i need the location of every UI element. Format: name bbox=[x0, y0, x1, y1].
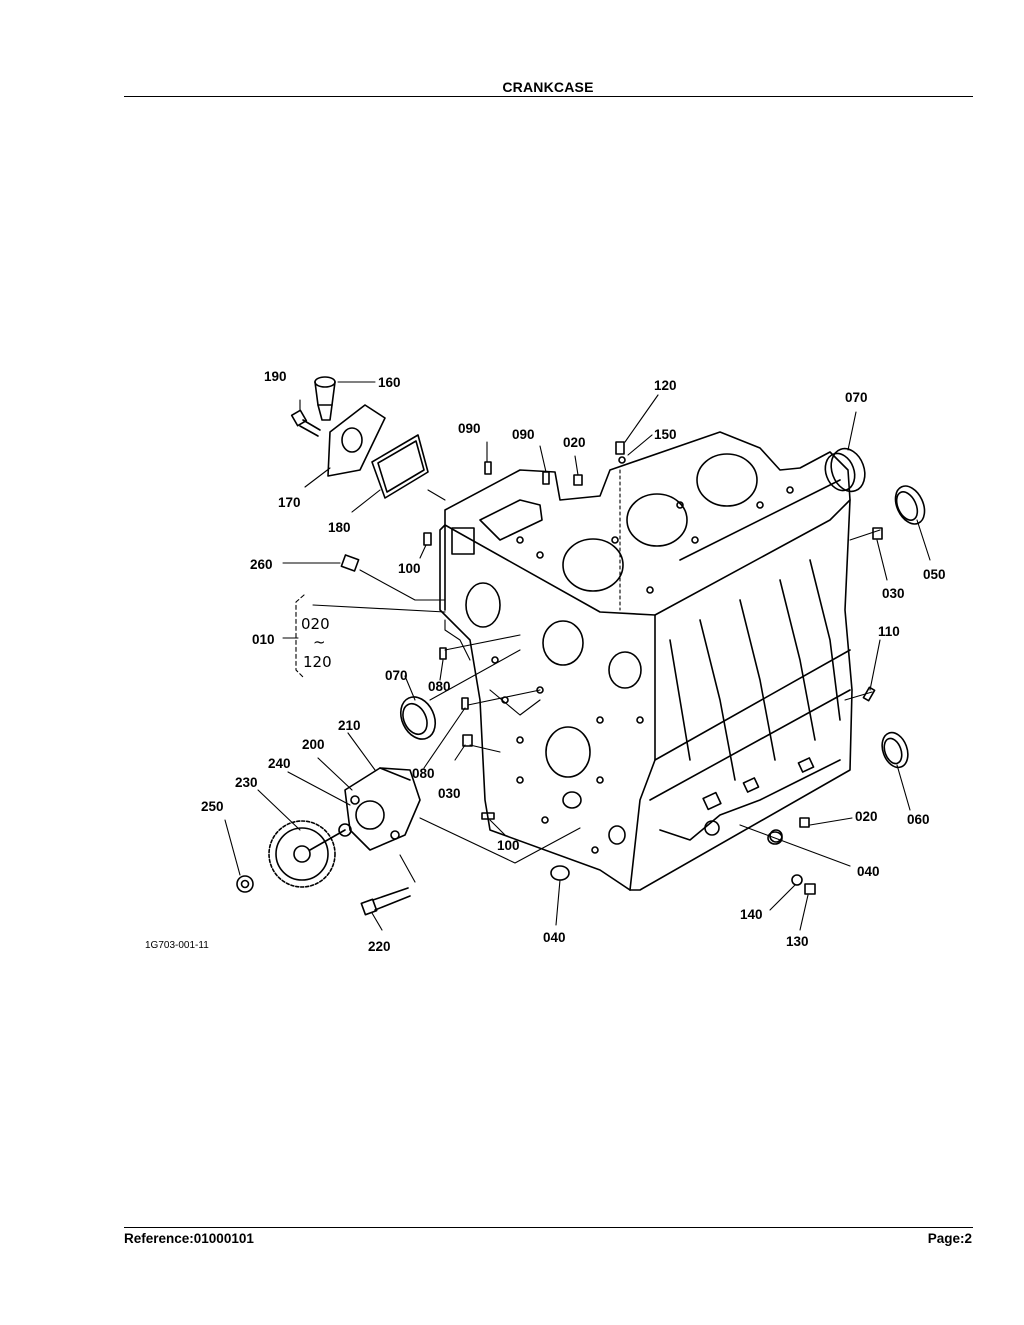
callout-020-top: 020 bbox=[563, 435, 586, 450]
callout-040-right: 040 bbox=[857, 864, 880, 879]
idle-gear bbox=[268, 820, 352, 888]
callout-260: 260 bbox=[250, 557, 273, 572]
callout-240: 240 bbox=[268, 756, 291, 771]
seal-070-front bbox=[399, 696, 437, 740]
seal-050 bbox=[894, 485, 926, 525]
footer-reference: Reference:01000101 bbox=[124, 1231, 254, 1246]
footer-page-number: Page:2 bbox=[927, 1231, 972, 1246]
callout-100-bottom: 100 bbox=[497, 838, 520, 853]
callout-range-start: 020 bbox=[301, 615, 330, 633]
callout-150: 150 bbox=[654, 427, 677, 442]
callout-020-right: 020 bbox=[855, 809, 878, 824]
oil-seal-070-top bbox=[824, 447, 866, 493]
plugs-030 bbox=[462, 527, 883, 747]
page-title: CRANKCASE bbox=[502, 79, 594, 95]
bolt-190 bbox=[290, 409, 321, 437]
callout-200: 200 bbox=[302, 737, 325, 752]
callout-250: 250 bbox=[201, 799, 224, 814]
callout-070-front: 070 bbox=[385, 668, 408, 683]
callout-090-left: 090 bbox=[458, 421, 481, 436]
callout-110: 110 bbox=[878, 624, 900, 639]
flange-gasket bbox=[371, 434, 429, 499]
oil-pump-assembly bbox=[344, 767, 421, 851]
gear-nut bbox=[236, 875, 254, 893]
callout-070-top: 070 bbox=[845, 390, 868, 405]
callout-030-right: 030 bbox=[882, 586, 905, 601]
callout-100-top: 100 bbox=[398, 561, 421, 576]
seal-060 bbox=[881, 731, 909, 769]
callout-090-right: 090 bbox=[512, 427, 535, 442]
water-flange bbox=[327, 404, 386, 477]
callout-040-bottom: 040 bbox=[543, 930, 566, 945]
callout-170: 170 bbox=[278, 495, 301, 510]
callout-130: 130 bbox=[786, 934, 809, 949]
callout-060: 060 bbox=[907, 812, 930, 827]
callout-labels: 190 160 120 070 090 090 020 150 170 180 … bbox=[145, 369, 946, 954]
pins bbox=[340, 441, 876, 895]
callout-080-upper: 080 bbox=[428, 679, 451, 694]
plug-040 bbox=[550, 831, 783, 881]
callout-010: 010 bbox=[252, 632, 275, 647]
plug-160 bbox=[314, 376, 336, 421]
callout-140: 140 bbox=[740, 907, 763, 922]
callout-range-end: 120 bbox=[303, 653, 332, 671]
callout-range-tilde: ~ bbox=[313, 633, 326, 651]
callout-050: 050 bbox=[923, 567, 946, 582]
callout-160: 160 bbox=[378, 375, 401, 390]
callout-210: 210 bbox=[338, 718, 361, 733]
footer-rule bbox=[124, 1227, 973, 1228]
callout-180: 180 bbox=[328, 520, 351, 535]
callout-220: 220 bbox=[368, 939, 391, 954]
callout-030-front: 030 bbox=[438, 786, 461, 801]
pump-bolt bbox=[360, 887, 411, 916]
callout-080-lower: 080 bbox=[412, 766, 435, 781]
drawing-code: 1G703-001-11 bbox=[145, 940, 209, 951]
callout-190: 190 bbox=[264, 369, 287, 384]
crankcase-block bbox=[439, 431, 853, 891]
header-rule bbox=[124, 96, 973, 97]
callout-120: 120 bbox=[654, 378, 677, 393]
leader-lines bbox=[224, 381, 931, 931]
callout-230: 230 bbox=[235, 775, 258, 790]
